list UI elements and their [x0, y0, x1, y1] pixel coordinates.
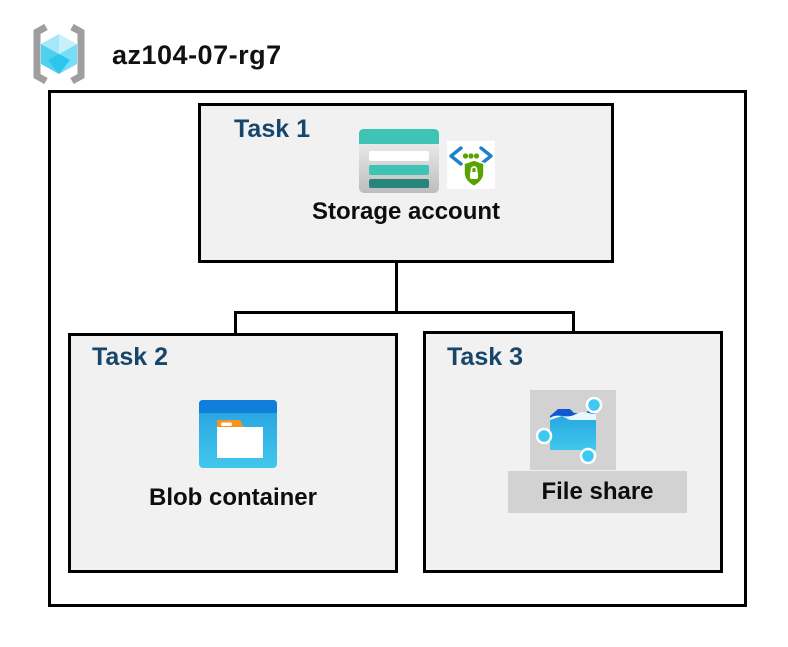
task3-box: Task 3: [423, 331, 723, 573]
connector-storage-stem: [395, 263, 398, 313]
secure-endpoint-icon: [447, 141, 495, 189]
connector-horizontal: [234, 311, 575, 314]
file-share-label: File share: [508, 471, 687, 513]
storage-account-icon: [359, 129, 439, 193]
resource-group-name: az104-07-rg7: [112, 40, 282, 70]
task3-label: Task 3: [447, 343, 523, 371]
task2-label: Task 2: [92, 343, 168, 371]
task1-label: Task 1: [234, 115, 310, 143]
resource-group-icon: [30, 23, 88, 85]
storage-account-label: Storage account: [311, 198, 501, 225]
blob-container-label: Blob container: [148, 484, 317, 511]
blob-container-icon: [199, 400, 277, 468]
file-share-icon: [535, 396, 610, 465]
task1-box: Task 1: [198, 103, 614, 263]
task2-box: Task 2 Blob container: [68, 333, 398, 573]
